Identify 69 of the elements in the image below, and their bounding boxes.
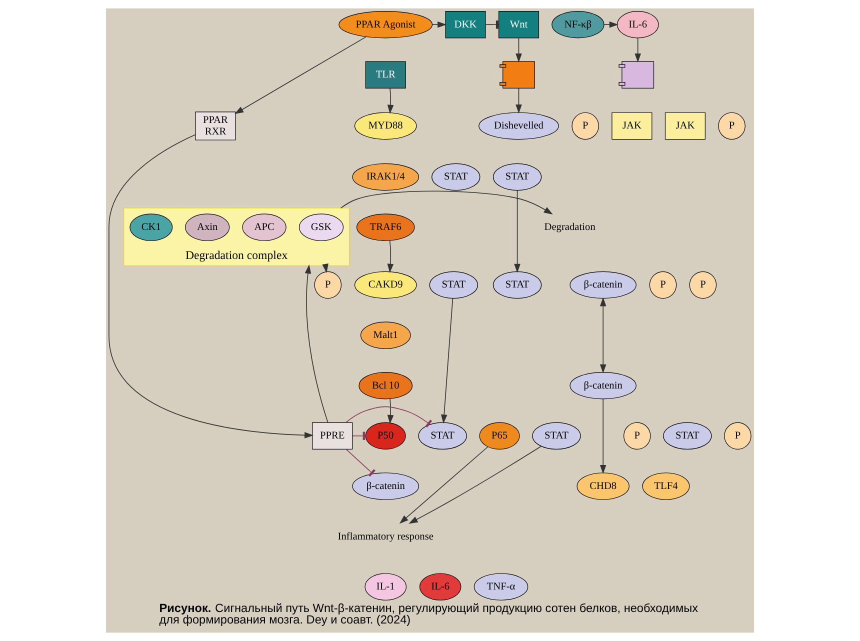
node-ellipse: CAKD9 [354, 271, 417, 299]
arrow [600, 398, 606, 474]
arrow [440, 298, 454, 424]
arrow [514, 190, 520, 273]
node-box: TLR [365, 61, 406, 89]
connector [485, 20, 500, 29]
node-box: PPRE [312, 422, 353, 450]
connector [346, 406, 432, 428]
node-ellipse: Bcl 10 [358, 372, 413, 400]
arrow [399, 446, 488, 524]
connector [346, 449, 376, 477]
node-circle: P [314, 271, 342, 299]
node-box: JAK [612, 112, 652, 140]
arrow [516, 88, 522, 114]
node-ellipse: STAT [492, 163, 542, 191]
node-box: DKK [445, 11, 486, 38]
node-circle: P [724, 422, 752, 450]
node-circle: P [649, 271, 677, 299]
node-box: PPAR RXR [195, 112, 236, 140]
arrow [432, 21, 447, 28]
node-circle: P [718, 112, 746, 140]
node-ellipse: MYD88 [354, 112, 417, 140]
node-ellipse: β-catenin [352, 472, 419, 500]
node-ellipse: P50 [365, 422, 406, 450]
node-ellipse: β-catenin [570, 271, 636, 299]
arrow [604, 21, 618, 28]
arrow [387, 398, 394, 424]
arrow [387, 240, 394, 273]
node-box: JAK [664, 112, 706, 140]
node-circle: P [572, 112, 599, 140]
node-ellipse: IL-1 [364, 573, 407, 600]
node-ellipse: Malt1 [360, 322, 411, 349]
node-ellipse: Axin [185, 214, 230, 241]
arrow [387, 88, 394, 114]
node-ellipse: PPAR Agonist [338, 11, 433, 38]
arrow [516, 38, 522, 62]
node-ellipse: APC [242, 214, 286, 241]
node-ellipse: STAT [663, 422, 712, 450]
node-ellipse: Dishevelled [478, 112, 559, 140]
node-ellipse: STAT [432, 163, 480, 191]
arrow [234, 36, 366, 114]
arrow [634, 38, 642, 62]
node-ellipse: P65 [479, 422, 520, 450]
node-ellipse: IL-6 [419, 573, 462, 600]
node-picture [618, 61, 654, 89]
node-ellipse: IRAK1/4 [352, 163, 419, 191]
node-ellipse: GSK [298, 214, 344, 241]
node-circle: P [689, 271, 717, 299]
node-text: Degradation [544, 222, 596, 234]
arrow [340, 190, 553, 215]
caption: Рисунок. Сигнальный путь Wnt-β-катенин, регулирующий продукцию сотен белков, необходимых для формирования мозга. Dey и соавт. (2024) [159, 600, 698, 627]
node-picture [500, 61, 535, 89]
node-ellipse: TNF-α [474, 573, 528, 600]
node-ellipse: STAT [532, 422, 581, 450]
node-text: Inflammatory response [338, 531, 434, 542]
node-ellipse: CHD8 [576, 472, 630, 500]
arrow [600, 297, 606, 374]
node-ellipse: TRAF6 [356, 214, 415, 241]
node-ellipse: NF-κβ [552, 11, 604, 38]
node-ellipse: β-catenin [570, 372, 636, 400]
node-ellipse: STAT [429, 271, 478, 299]
node-box: Wnt [498, 11, 540, 38]
node-ellipse: CK1 [130, 214, 173, 241]
node-circle: P [624, 422, 651, 450]
node-ellipse: IL-6 [616, 11, 659, 38]
node-ellipse: STAT [492, 271, 542, 299]
arrow [108, 134, 314, 438]
node-ellipse: TLF4 [642, 472, 690, 500]
arrow [408, 446, 542, 524]
